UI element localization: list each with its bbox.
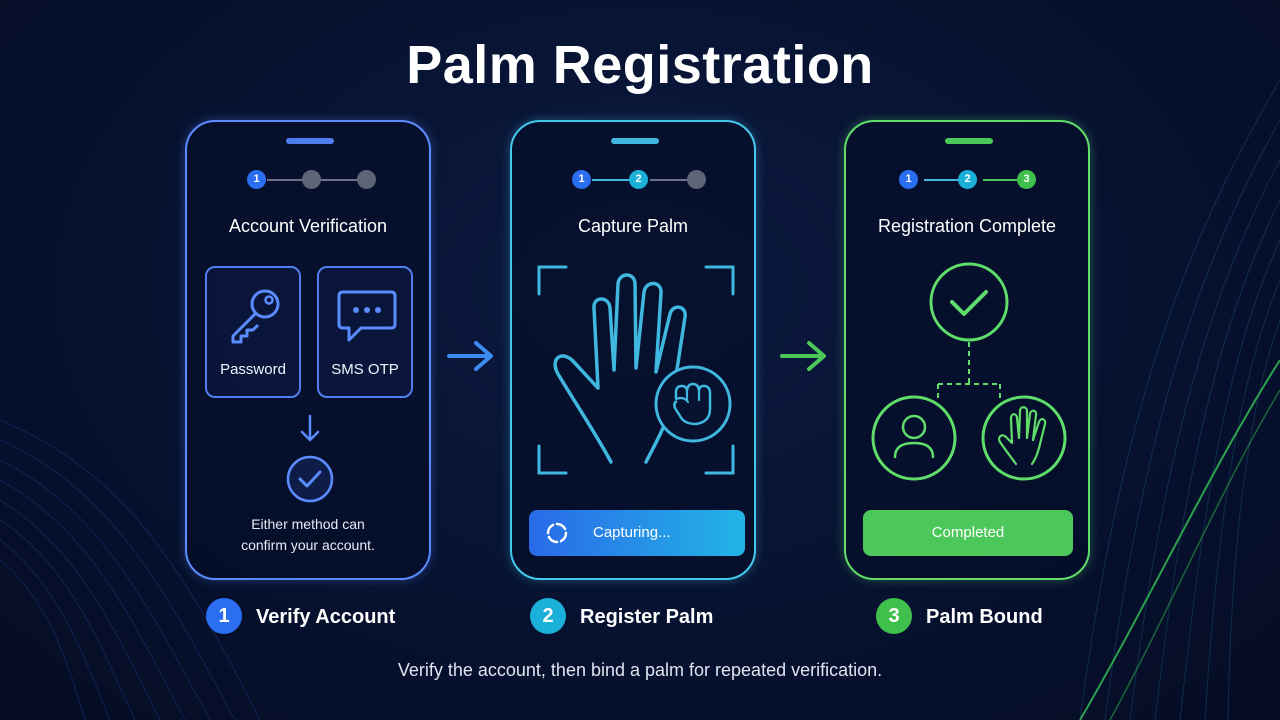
arrow-down-icon (300, 414, 320, 442)
stepper-line (592, 179, 634, 181)
phone-capture-palm: 1 2 Capture Palm Capturing... (510, 120, 756, 580)
screen-title: Account Verification (228, 216, 388, 236)
fist-icon (654, 365, 732, 443)
stepper-line (983, 179, 1023, 181)
stepper-dot-2: 2 (958, 170, 977, 189)
palm-icon (981, 395, 1067, 481)
capturing-progress-bar: Capturing... (529, 510, 745, 556)
screen-title: Registration Complete (877, 216, 1057, 236)
stepper-line (319, 179, 359, 181)
method-note: Either method can confirm your account. (187, 514, 429, 556)
method-note-line-1: Either method can (251, 516, 365, 532)
check-circle-icon (286, 455, 334, 503)
phone-registration-complete: 1 2 3 Registration Complete Completed (844, 120, 1090, 580)
stepper-dot-2: 2 (629, 170, 648, 189)
binding-diagram (871, 262, 1067, 481)
phone-notch (286, 138, 334, 144)
arrow-right-icon (780, 341, 826, 371)
stepper-dot-1: 1 (572, 170, 591, 189)
stepper-dot-3 (687, 170, 706, 189)
footer-caption: Verify the account, then bind a palm for… (397, 660, 883, 680)
step-badge-2: 2 (530, 598, 566, 634)
step-badge-3: 3 (876, 598, 912, 634)
stepper-dot-3: 3 (1017, 170, 1036, 189)
phone-notch (611, 138, 659, 144)
sms-otp-method-card[interactable]: SMS OTP (317, 266, 413, 398)
page-title: Palm Registration (406, 35, 874, 95)
chat-bubble-icon (337, 290, 397, 342)
method-note-line-2: confirm your account. (241, 537, 375, 553)
stepper-line (267, 179, 309, 181)
progress-stepper: 1 2 3 (846, 170, 1088, 190)
phone-account-verification: 1 Account Verification Password SMS OTP … (185, 120, 431, 580)
capturing-status: Capturing... (593, 524, 671, 541)
hand-outline-icon (553, 273, 687, 464)
stepper-dot-1: 1 (899, 170, 918, 189)
stepper-dot-1: 1 (247, 170, 266, 189)
stepper-dot-2 (302, 170, 321, 189)
step-badge-1: 1 (206, 598, 242, 634)
password-label: Password (220, 361, 286, 378)
completed-button[interactable]: Completed (863, 510, 1073, 556)
screen-title: Capture Palm (577, 216, 689, 236)
arrow-right-icon (447, 341, 493, 371)
step-text-1: Verify Account (256, 606, 396, 628)
step-text-3: Palm Bound (926, 606, 1043, 628)
palm-scan-area (537, 265, 735, 475)
check-circle-icon (929, 262, 1009, 342)
stepper-line (924, 179, 966, 181)
user-icon (871, 395, 957, 481)
progress-stepper: 1 2 (512, 170, 754, 190)
spinner-icon (546, 522, 568, 544)
stepper-dot-3 (357, 170, 376, 189)
password-method-card[interactable]: Password (205, 266, 301, 398)
progress-stepper: 1 (187, 170, 429, 190)
step-text-2: Register Palm (580, 606, 714, 628)
phone-notch (945, 138, 993, 144)
sms-otp-label: SMS OTP (331, 361, 399, 378)
key-icon (231, 289, 280, 344)
stepper-line (650, 179, 690, 181)
